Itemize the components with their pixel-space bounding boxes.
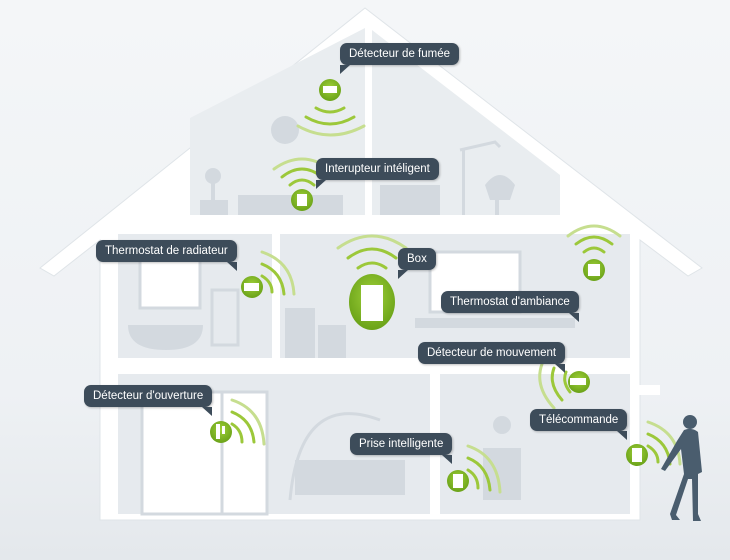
label-radiator-thermostat: Thermostat de radiateur (96, 240, 237, 271)
box-device[interactable] (349, 274, 395, 330)
label-room-thermostat: Thermostat d'ambiance (441, 291, 579, 322)
room-thermostat-device[interactable] (583, 259, 605, 281)
devices (210, 79, 648, 492)
label-smart-switch: Interupteur intéligent (316, 158, 439, 189)
smart-switch-device[interactable] (291, 189, 313, 211)
label-box: Box (398, 248, 436, 279)
label-opening-detector: Détecteur d'ouverture (84, 385, 213, 416)
smart-plug-device[interactable] (447, 470, 469, 492)
label-remote-control: Télécommande (530, 409, 628, 440)
label-smart-plug: Prise intelligente (350, 433, 453, 464)
remote-control-device[interactable] (626, 444, 648, 466)
label-motion-detector: Détecteur de mouvement (418, 342, 566, 373)
opening-detector-device[interactable] (210, 421, 232, 443)
radiator-thermostat-device[interactable] (241, 276, 263, 298)
motion-detector-device[interactable] (568, 371, 590, 393)
label-smoke-detector: Détecteur de fumée (340, 43, 460, 74)
smoke-detector-device[interactable] (319, 79, 341, 101)
person-silhouette (661, 415, 702, 521)
